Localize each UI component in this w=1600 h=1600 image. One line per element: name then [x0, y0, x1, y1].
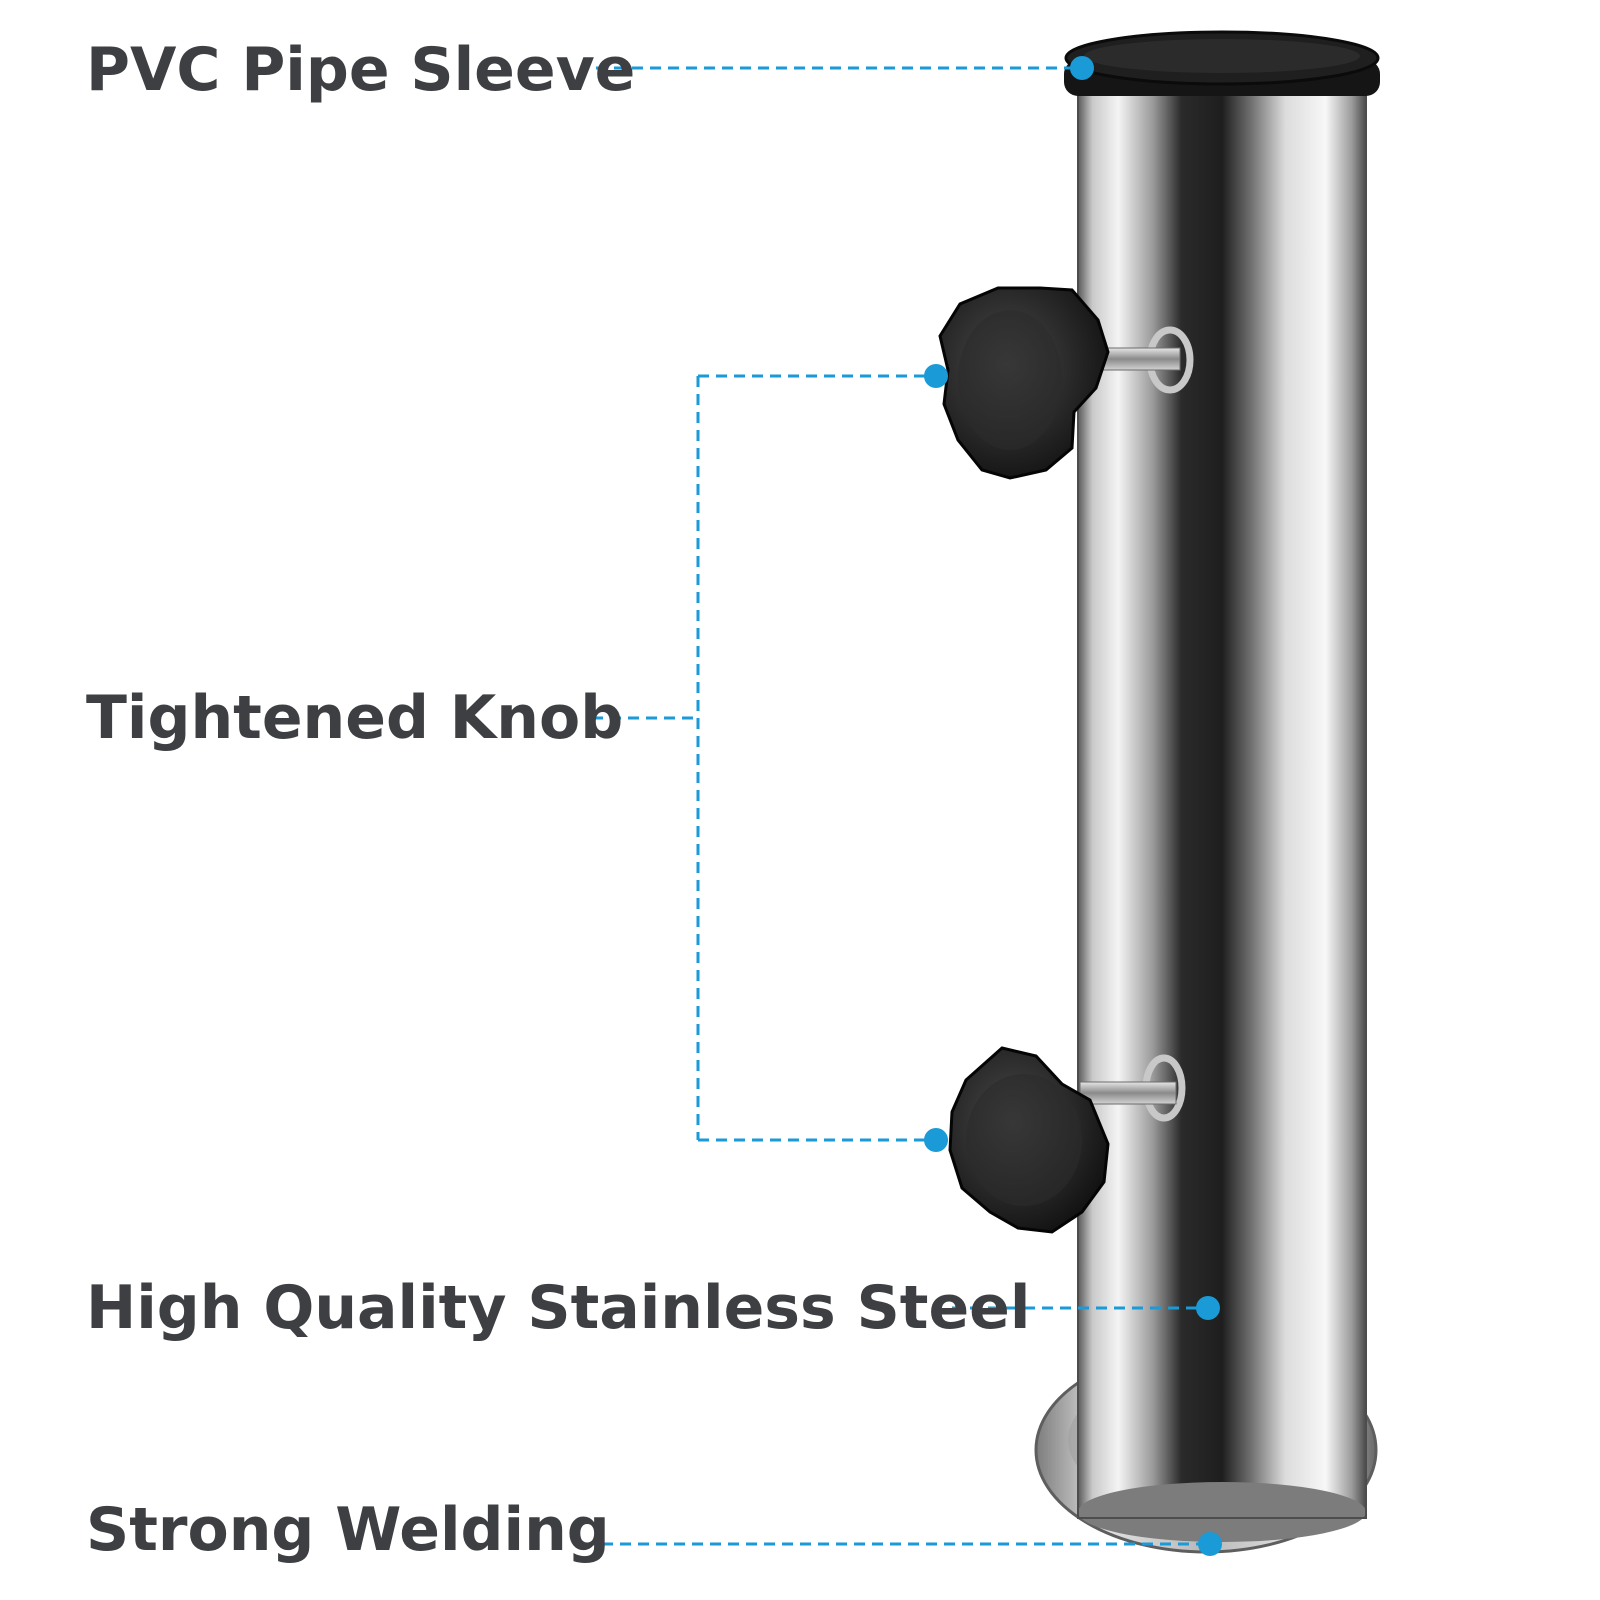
steel-tube: [1077, 77, 1367, 1542]
callout-dots: [924, 56, 1222, 1556]
pvc-cap: [1064, 30, 1380, 96]
label-stainless-steel: High Quality Stainless Steel: [86, 1273, 1031, 1343]
label-pvc-pipe-sleeve: PVC Pipe Sleeve: [86, 35, 636, 105]
callout-dot-knob-lower: [924, 1128, 948, 1152]
label-strong-welding: Strong Welding: [86, 1495, 610, 1565]
lower-knob: [948, 1046, 1186, 1234]
callout-dot-knob-upper: [924, 364, 948, 388]
upper-knob: [938, 286, 1194, 480]
callout-lines: [584, 66, 1208, 1546]
callout-dot-weld: [1198, 1532, 1222, 1556]
label-tightened-knob: Tightened Knob: [86, 683, 624, 753]
callout-dot-steel: [1196, 1296, 1220, 1320]
callout-dot-pvc: [1070, 56, 1094, 80]
